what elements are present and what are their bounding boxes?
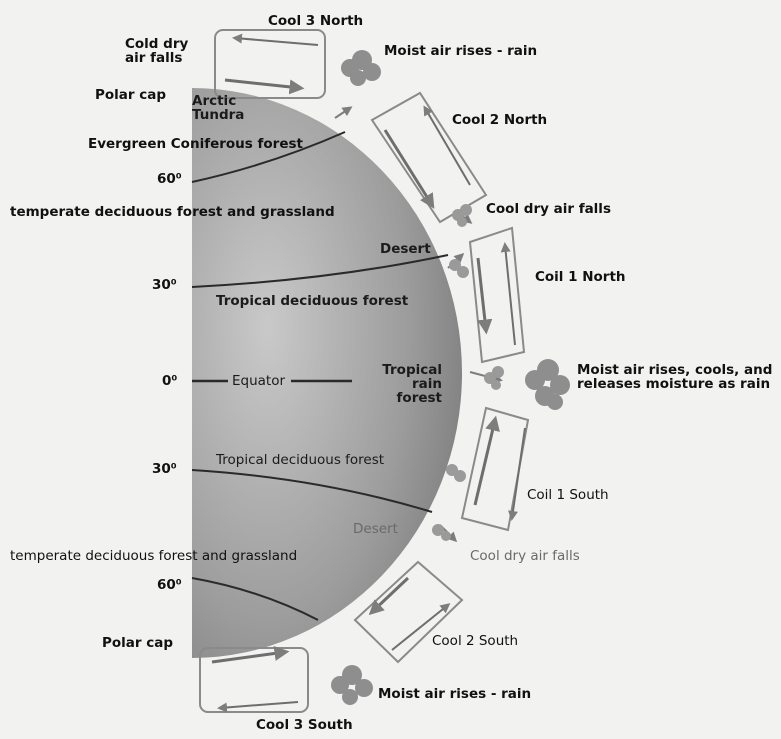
label-arctic-tundra: Arctic Tundra (192, 94, 262, 122)
label-lat-60n: 60⁰ (157, 172, 182, 186)
label-lat-30n: 30⁰ (152, 278, 177, 292)
label-temperate-north: temperate deciduous forest and grassland (10, 205, 335, 219)
label-cool-dry-air-falls-south: Cool dry air falls (470, 549, 580, 563)
cloud-icon (341, 50, 381, 86)
label-desert-north: Desert (380, 242, 431, 256)
label-cool3-north: Cool 3 North (268, 14, 363, 28)
label-coil1-north: Coil 1 North (535, 270, 626, 284)
label-moist-rises-cools: Moist air rises, cools, and releases moi… (577, 363, 777, 391)
label-evergreen: Evergreen Coniferous forest (88, 137, 303, 151)
label-lat-60s: 60⁰ (157, 578, 182, 592)
label-cool2-north: Cool 2 North (452, 113, 547, 127)
label-desert-south: Desert (353, 522, 398, 536)
cloud-icon (525, 359, 570, 410)
label-cold-dry-air-falls: Cold dry air falls (125, 37, 195, 65)
label-coil1-south: Coil 1 South (527, 488, 609, 502)
label-equator: Equator (232, 374, 285, 388)
label-cool3-south: Cool 3 South (256, 718, 353, 732)
label-tropical-deciduous-south: Tropical deciduous forest (216, 453, 384, 467)
cell-coil1-south (462, 408, 528, 530)
label-tropical-rain-forest: Tropical rain forest (362, 363, 442, 406)
label-polar-cap-south: Polar cap (102, 636, 173, 650)
cell-cool3-south (200, 648, 308, 712)
label-lat-0: 0⁰ (162, 374, 177, 388)
label-temperate-south: temperate deciduous forest and grassland (10, 549, 297, 563)
label-moist-rain-south: Moist air rises - rain (378, 687, 531, 701)
label-lat-30s: 30⁰ (152, 462, 177, 476)
label-cool2-south: Cool 2 South (432, 634, 518, 648)
label-polar-cap-north: Polar cap (95, 88, 166, 102)
cell-cool3-north (215, 30, 325, 98)
cell-coil1-north (470, 228, 524, 362)
label-tropical-deciduous-north: Tropical deciduous forest (216, 294, 408, 308)
label-moist-rain-north: Moist air rises - rain (384, 44, 537, 58)
cloud-icon (331, 665, 373, 705)
label-cool-dry-air-falls-north: Cool dry air falls (486, 202, 611, 216)
